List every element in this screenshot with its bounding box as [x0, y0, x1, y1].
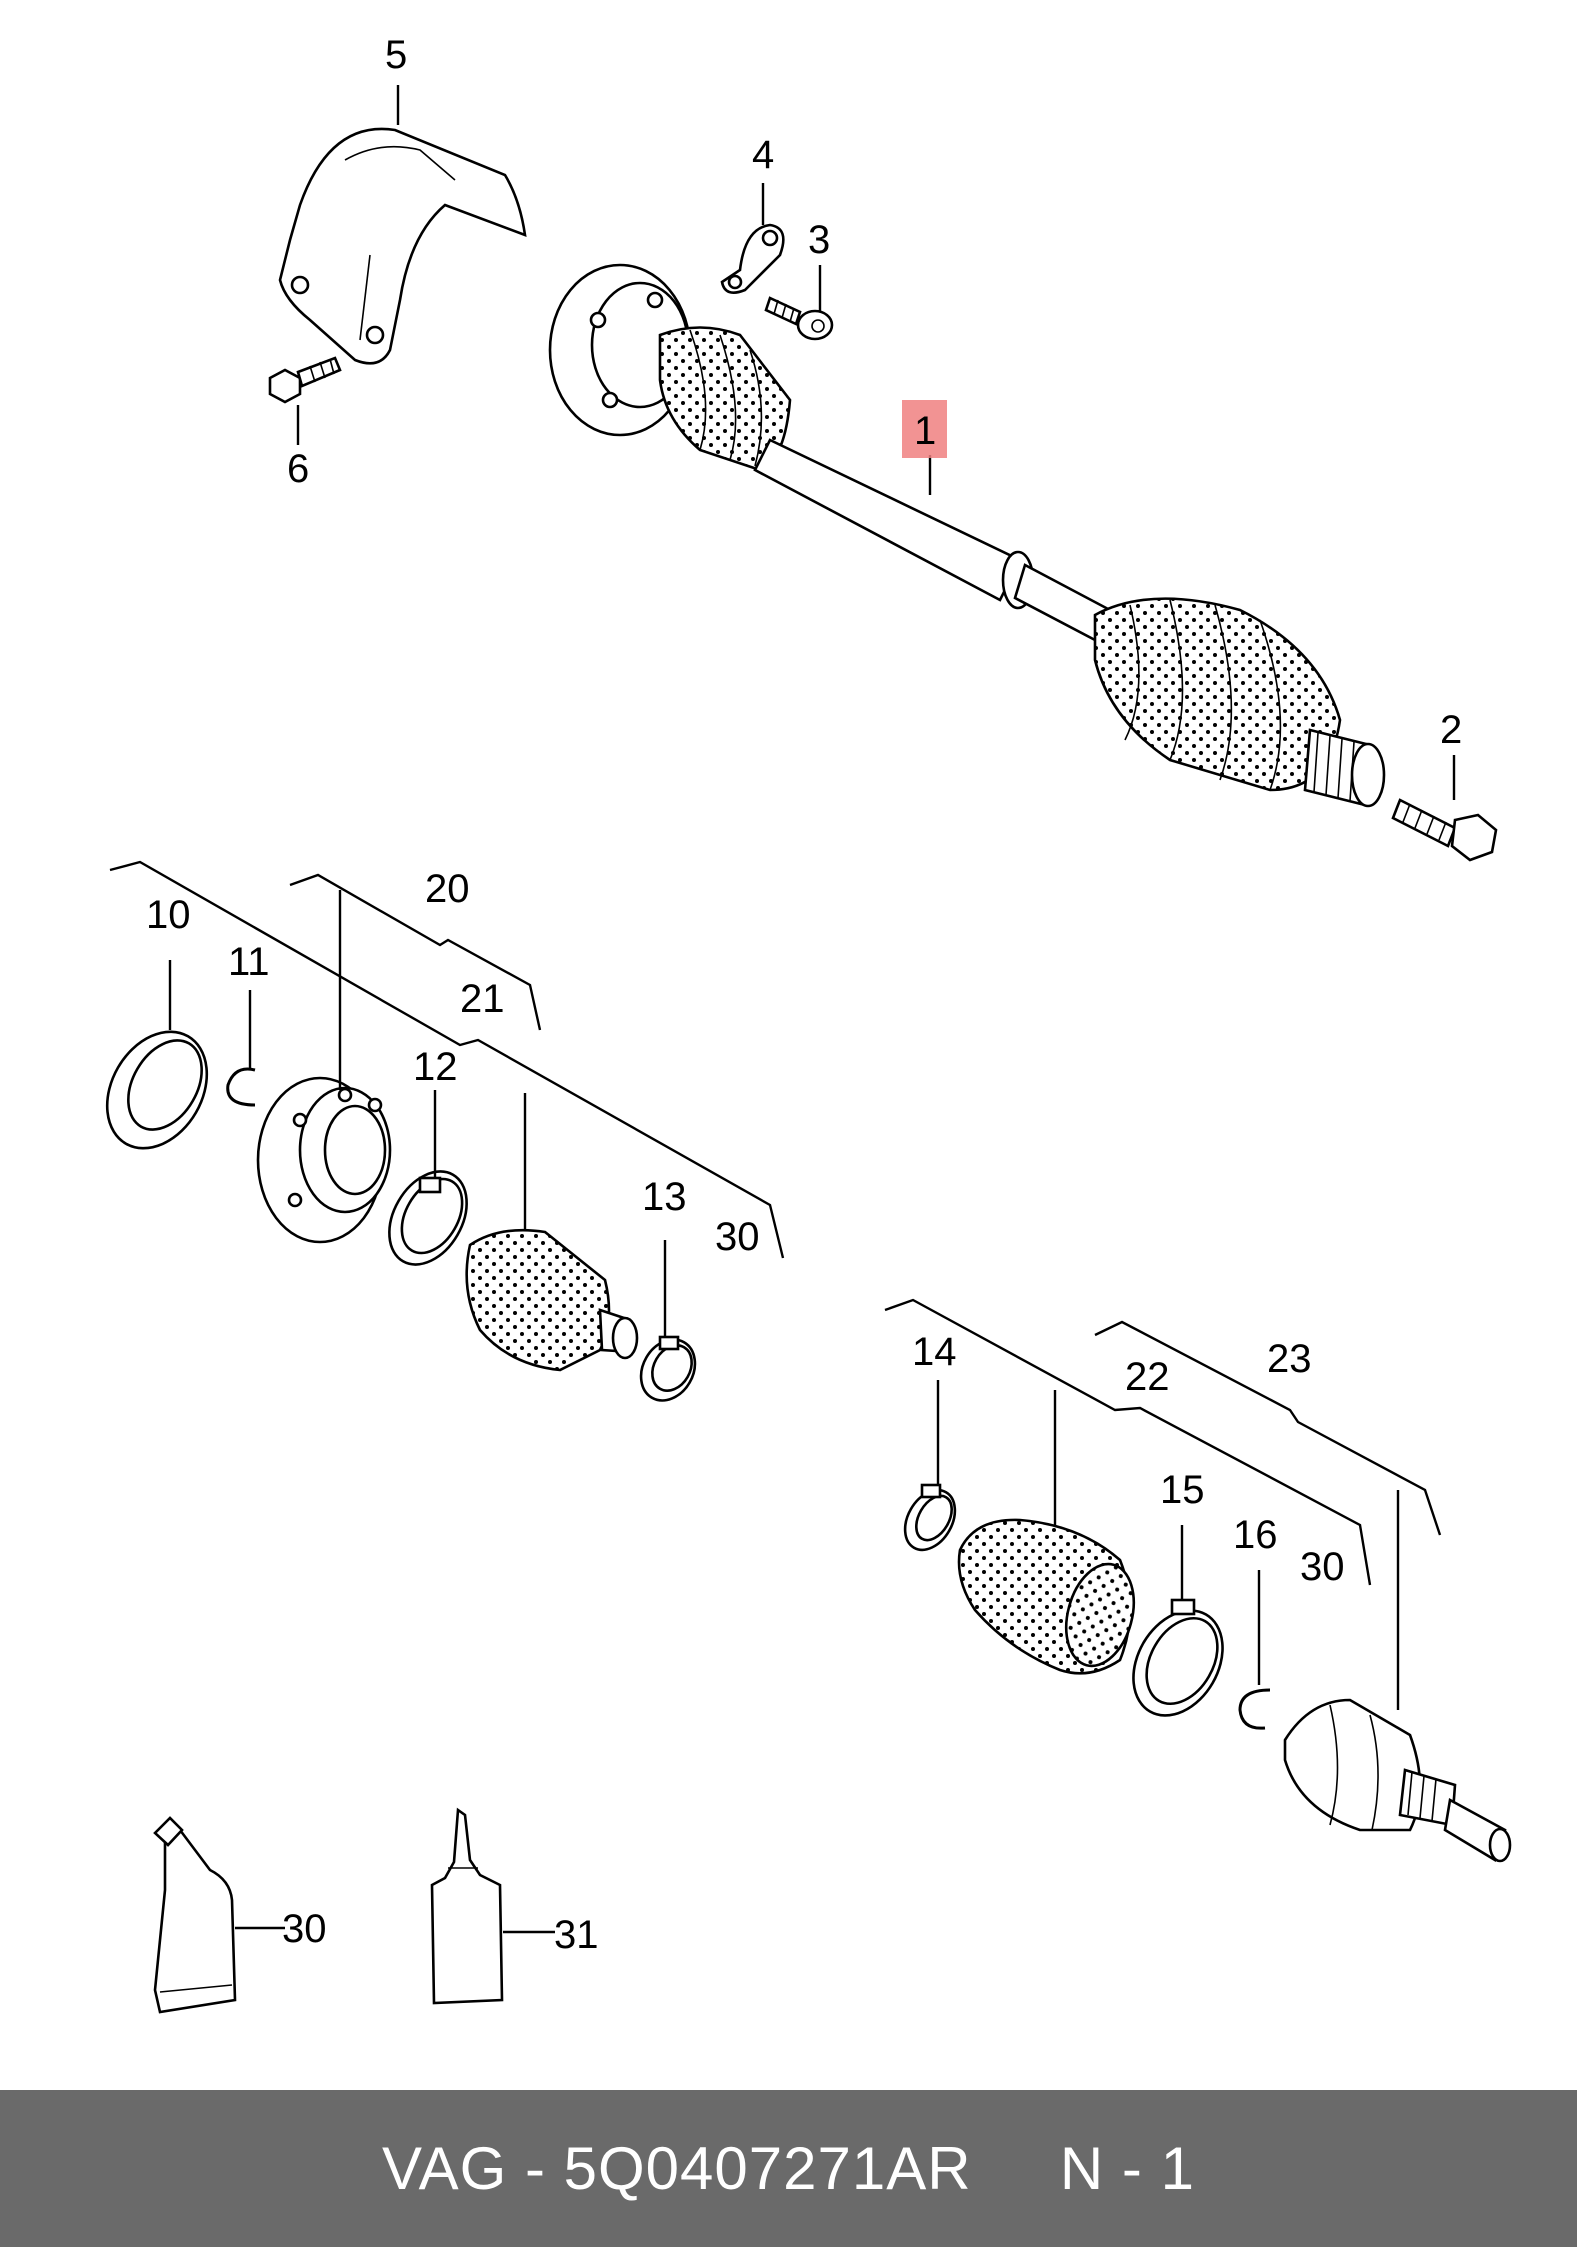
label-15: 15: [1160, 1468, 1205, 1512]
inner-joint-part-21: [256, 1076, 392, 1244]
boot-part-30-left: [465, 1228, 639, 1372]
bolt-part-3: [764, 296, 834, 341]
kit-bracket-23: [1094, 1320, 1442, 1536]
label-20: 20: [425, 867, 470, 911]
clamp-part-14: [903, 1483, 957, 1552]
kit-bracket-20: [289, 873, 542, 1031]
label-22: 22: [1125, 1355, 1170, 1399]
kit-bracket-30-right: [884, 1298, 1372, 1586]
leader-lines: [168, 85, 1456, 1934]
ring-part-10: [105, 1030, 209, 1150]
parts-diagram: 5 6 4 3 1 2 10 11 20 21 12 13 30 14 22 2…: [105, 33, 1512, 2014]
clamp-part-15: [1132, 1598, 1224, 1717]
label-30-left: 30: [715, 1215, 760, 1259]
label-21: 21: [460, 977, 505, 1021]
circlip-part-11: [226, 1067, 256, 1107]
clamp-part-12: [388, 1170, 468, 1266]
boot-part-22: [957, 1518, 1136, 1675]
footer-bar: VAG - 5Q0407271AR N - 1: [0, 2090, 1577, 2247]
bolt-part-6: [268, 356, 342, 404]
part-labels: 5 6 4 3 1 2 10 11 20 21 12 13 30 14 22 2…: [146, 33, 1462, 1957]
part-number-caption: VAG - 5Q0407271AR N - 1: [382, 2135, 1195, 2202]
label-1: 1: [914, 409, 936, 453]
clamp-part-13: [639, 1335, 697, 1402]
label-10: 10: [146, 893, 191, 937]
outer-joint-part-23: [1283, 1698, 1512, 1863]
sealant-bottle-part-31: [430, 1807, 504, 2005]
lock-plate-part-4: [720, 223, 785, 294]
circlip-part-16: [1238, 1688, 1271, 1730]
label-30-right: 30: [1300, 1545, 1345, 1589]
label-5: 5: [385, 33, 407, 77]
label-11: 11: [228, 940, 270, 984]
label-30-bottom: 30: [282, 1907, 327, 1951]
label-13: 13: [642, 1175, 687, 1219]
bolt-part-2: [1391, 798, 1498, 862]
label-3: 3: [808, 218, 830, 262]
highlight-box: [902, 400, 947, 458]
label-4: 4: [752, 133, 774, 177]
label-16: 16: [1233, 1513, 1278, 1557]
label-12: 12: [413, 1045, 458, 1089]
drive-shaft-part-1: [548, 263, 1386, 808]
label-6: 6: [287, 447, 309, 491]
label-31: 31: [554, 1913, 599, 1957]
label-2: 2: [1440, 708, 1462, 752]
kit-bracket-30-left: [109, 860, 785, 1259]
label-14: 14: [912, 1330, 957, 1374]
label-23: 23: [1267, 1337, 1312, 1381]
heat-shield-part: [278, 127, 527, 365]
grease-tube-part-30: [153, 1816, 237, 2014]
